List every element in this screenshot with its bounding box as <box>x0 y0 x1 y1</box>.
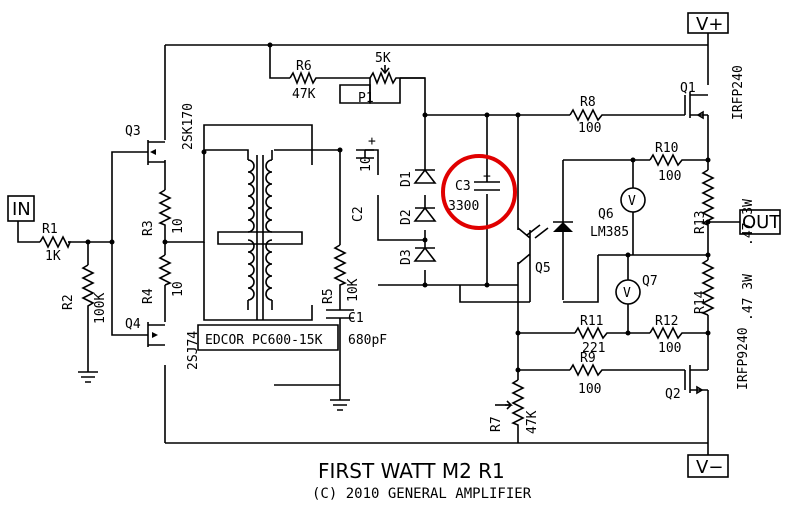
resistor-r9: R9 100 <box>569 351 605 397</box>
svg-text:D3: D3 <box>399 249 414 265</box>
svg-text:R5: R5 <box>321 288 336 304</box>
svg-text:R11: R11 <box>580 314 603 329</box>
svg-text:IRFP240: IRFP240 <box>731 65 746 120</box>
svg-text:100: 100 <box>658 169 681 184</box>
diode-d1: D1 <box>399 168 437 187</box>
schematic-subtitle: (C) 2010 GENERAL AMPLIFIER <box>312 486 532 502</box>
svg-text:2SK170: 2SK170 <box>181 103 196 150</box>
svg-text:10: 10 <box>171 281 186 297</box>
svg-text:LM385: LM385 <box>590 225 629 240</box>
svg-text:R14: R14 <box>693 290 708 314</box>
svg-text:C2: C2 <box>351 206 366 222</box>
svg-text:R9: R9 <box>580 351 596 366</box>
svg-text:R13: R13 <box>693 211 708 234</box>
svg-text:EDCOR PC600-15K: EDCOR PC600-15K <box>205 333 323 348</box>
svg-text:10: 10 <box>359 156 374 172</box>
svg-text:5K: 5K <box>375 51 391 66</box>
transistor-q5: Q5 <box>517 227 551 302</box>
svg-text:R12: R12 <box>655 314 678 329</box>
diode-d3: D3 <box>399 246 437 265</box>
potentiometer-p1: 5K P1 <box>339 51 400 106</box>
terminal-out: OUT <box>739 209 781 235</box>
svg-text:IN: IN <box>12 199 31 220</box>
resistor-r2: R2 100K <box>61 264 108 324</box>
transformer-t1: EDCOR PC600-15K <box>197 149 339 351</box>
svg-text:D2: D2 <box>399 209 414 225</box>
svg-text:Q2: Q2 <box>665 387 681 402</box>
svg-text:V: V <box>628 194 636 209</box>
resistor-r10: R10 100 <box>649 141 690 184</box>
transistor-q1: Q1 IRFP240 <box>680 65 746 135</box>
svg-text:Q6: Q6 <box>598 207 614 222</box>
svg-text:IRFP9240: IRFP9240 <box>736 327 751 390</box>
svg-text:V: V <box>623 286 631 301</box>
svg-text:R10: R10 <box>655 141 678 156</box>
capacitor-c1: C1 680pF <box>326 309 387 348</box>
svg-text:OUT: OUT <box>742 212 781 233</box>
terminal-vplus: V+ <box>687 12 729 35</box>
wires <box>17 33 740 455</box>
svg-text:P1: P1 <box>358 91 374 106</box>
reference-q7: V Q7 <box>615 274 658 305</box>
resistor-r6: R6 47K <box>289 59 318 102</box>
svg-text:47K: 47K <box>525 410 540 434</box>
reference-q6: V Q6 LM385 <box>590 187 646 240</box>
svg-text:100: 100 <box>658 341 681 356</box>
resistor-r3: R3 10 <box>141 189 186 236</box>
svg-text:680pF: 680pF <box>348 333 387 348</box>
led-optocoupler <box>526 221 573 239</box>
schematic-title: FIRST WATT M2 R1 <box>318 459 505 483</box>
svg-text:10: 10 <box>171 218 186 234</box>
transistor-q3: Q3 2SK170 <box>125 103 196 165</box>
junction-dots <box>85 42 711 373</box>
svg-text:47K: 47K <box>292 87 316 102</box>
svg-text:100K: 100K <box>93 293 108 324</box>
resistor-r12: R12 100 <box>649 314 690 356</box>
svg-text:+: + <box>368 134 376 149</box>
svg-text:Q1: Q1 <box>680 81 696 96</box>
svg-text:C3: C3 <box>455 179 471 194</box>
svg-text:V+: V+ <box>696 14 723 35</box>
svg-text:R7: R7 <box>489 416 504 432</box>
svg-text:R2: R2 <box>61 294 76 310</box>
svg-text:R3: R3 <box>141 220 156 236</box>
resistor-r14: R14 .47 3W <box>693 259 756 321</box>
transistor-q2: Q2 IRFP9240 <box>665 327 751 402</box>
resistor-r4: R4 10 <box>141 254 186 304</box>
svg-text:R1: R1 <box>42 222 58 237</box>
svg-text:Q7: Q7 <box>642 274 658 289</box>
svg-text:100: 100 <box>578 382 601 397</box>
svg-text:Q3: Q3 <box>125 124 141 139</box>
terminal-vminus: V− <box>687 454 729 478</box>
svg-text:100: 100 <box>578 121 601 136</box>
svg-text:.47 3W: .47 3W <box>741 274 756 321</box>
svg-text:V−: V− <box>696 457 723 478</box>
ground-symbols <box>78 371 350 411</box>
resistor-r8: R8 100 <box>569 95 605 136</box>
svg-text:10K: 10K <box>346 278 361 302</box>
svg-text:3300: 3300 <box>448 199 479 214</box>
svg-text:Q4: Q4 <box>125 317 141 332</box>
diode-d2: D2 <box>399 206 437 225</box>
svg-text:D1: D1 <box>399 171 414 187</box>
svg-text:Q5: Q5 <box>535 261 551 276</box>
svg-text:C1: C1 <box>348 311 364 326</box>
svg-text:R4: R4 <box>141 288 156 304</box>
resistor-r5: R5 10K <box>321 244 361 304</box>
capacitor-c2: + C2 10 <box>351 134 376 222</box>
resistor-r7: R7 47K <box>489 379 540 434</box>
svg-text:R6: R6 <box>296 59 312 74</box>
resistor-r11: R11 221 <box>574 314 610 356</box>
capacitor-c3: + C3 3300 <box>441 154 517 230</box>
svg-text:+: + <box>483 169 491 184</box>
svg-text:1K: 1K <box>45 249 61 264</box>
svg-text:221: 221 <box>582 341 605 356</box>
transistor-q4: Q4 2SJ74 <box>125 317 201 370</box>
svg-text:R8: R8 <box>580 95 596 110</box>
c3-highlight-circle <box>441 154 517 230</box>
terminal-in: IN <box>7 195 35 222</box>
resistor-r1: R1 1K <box>39 222 72 264</box>
